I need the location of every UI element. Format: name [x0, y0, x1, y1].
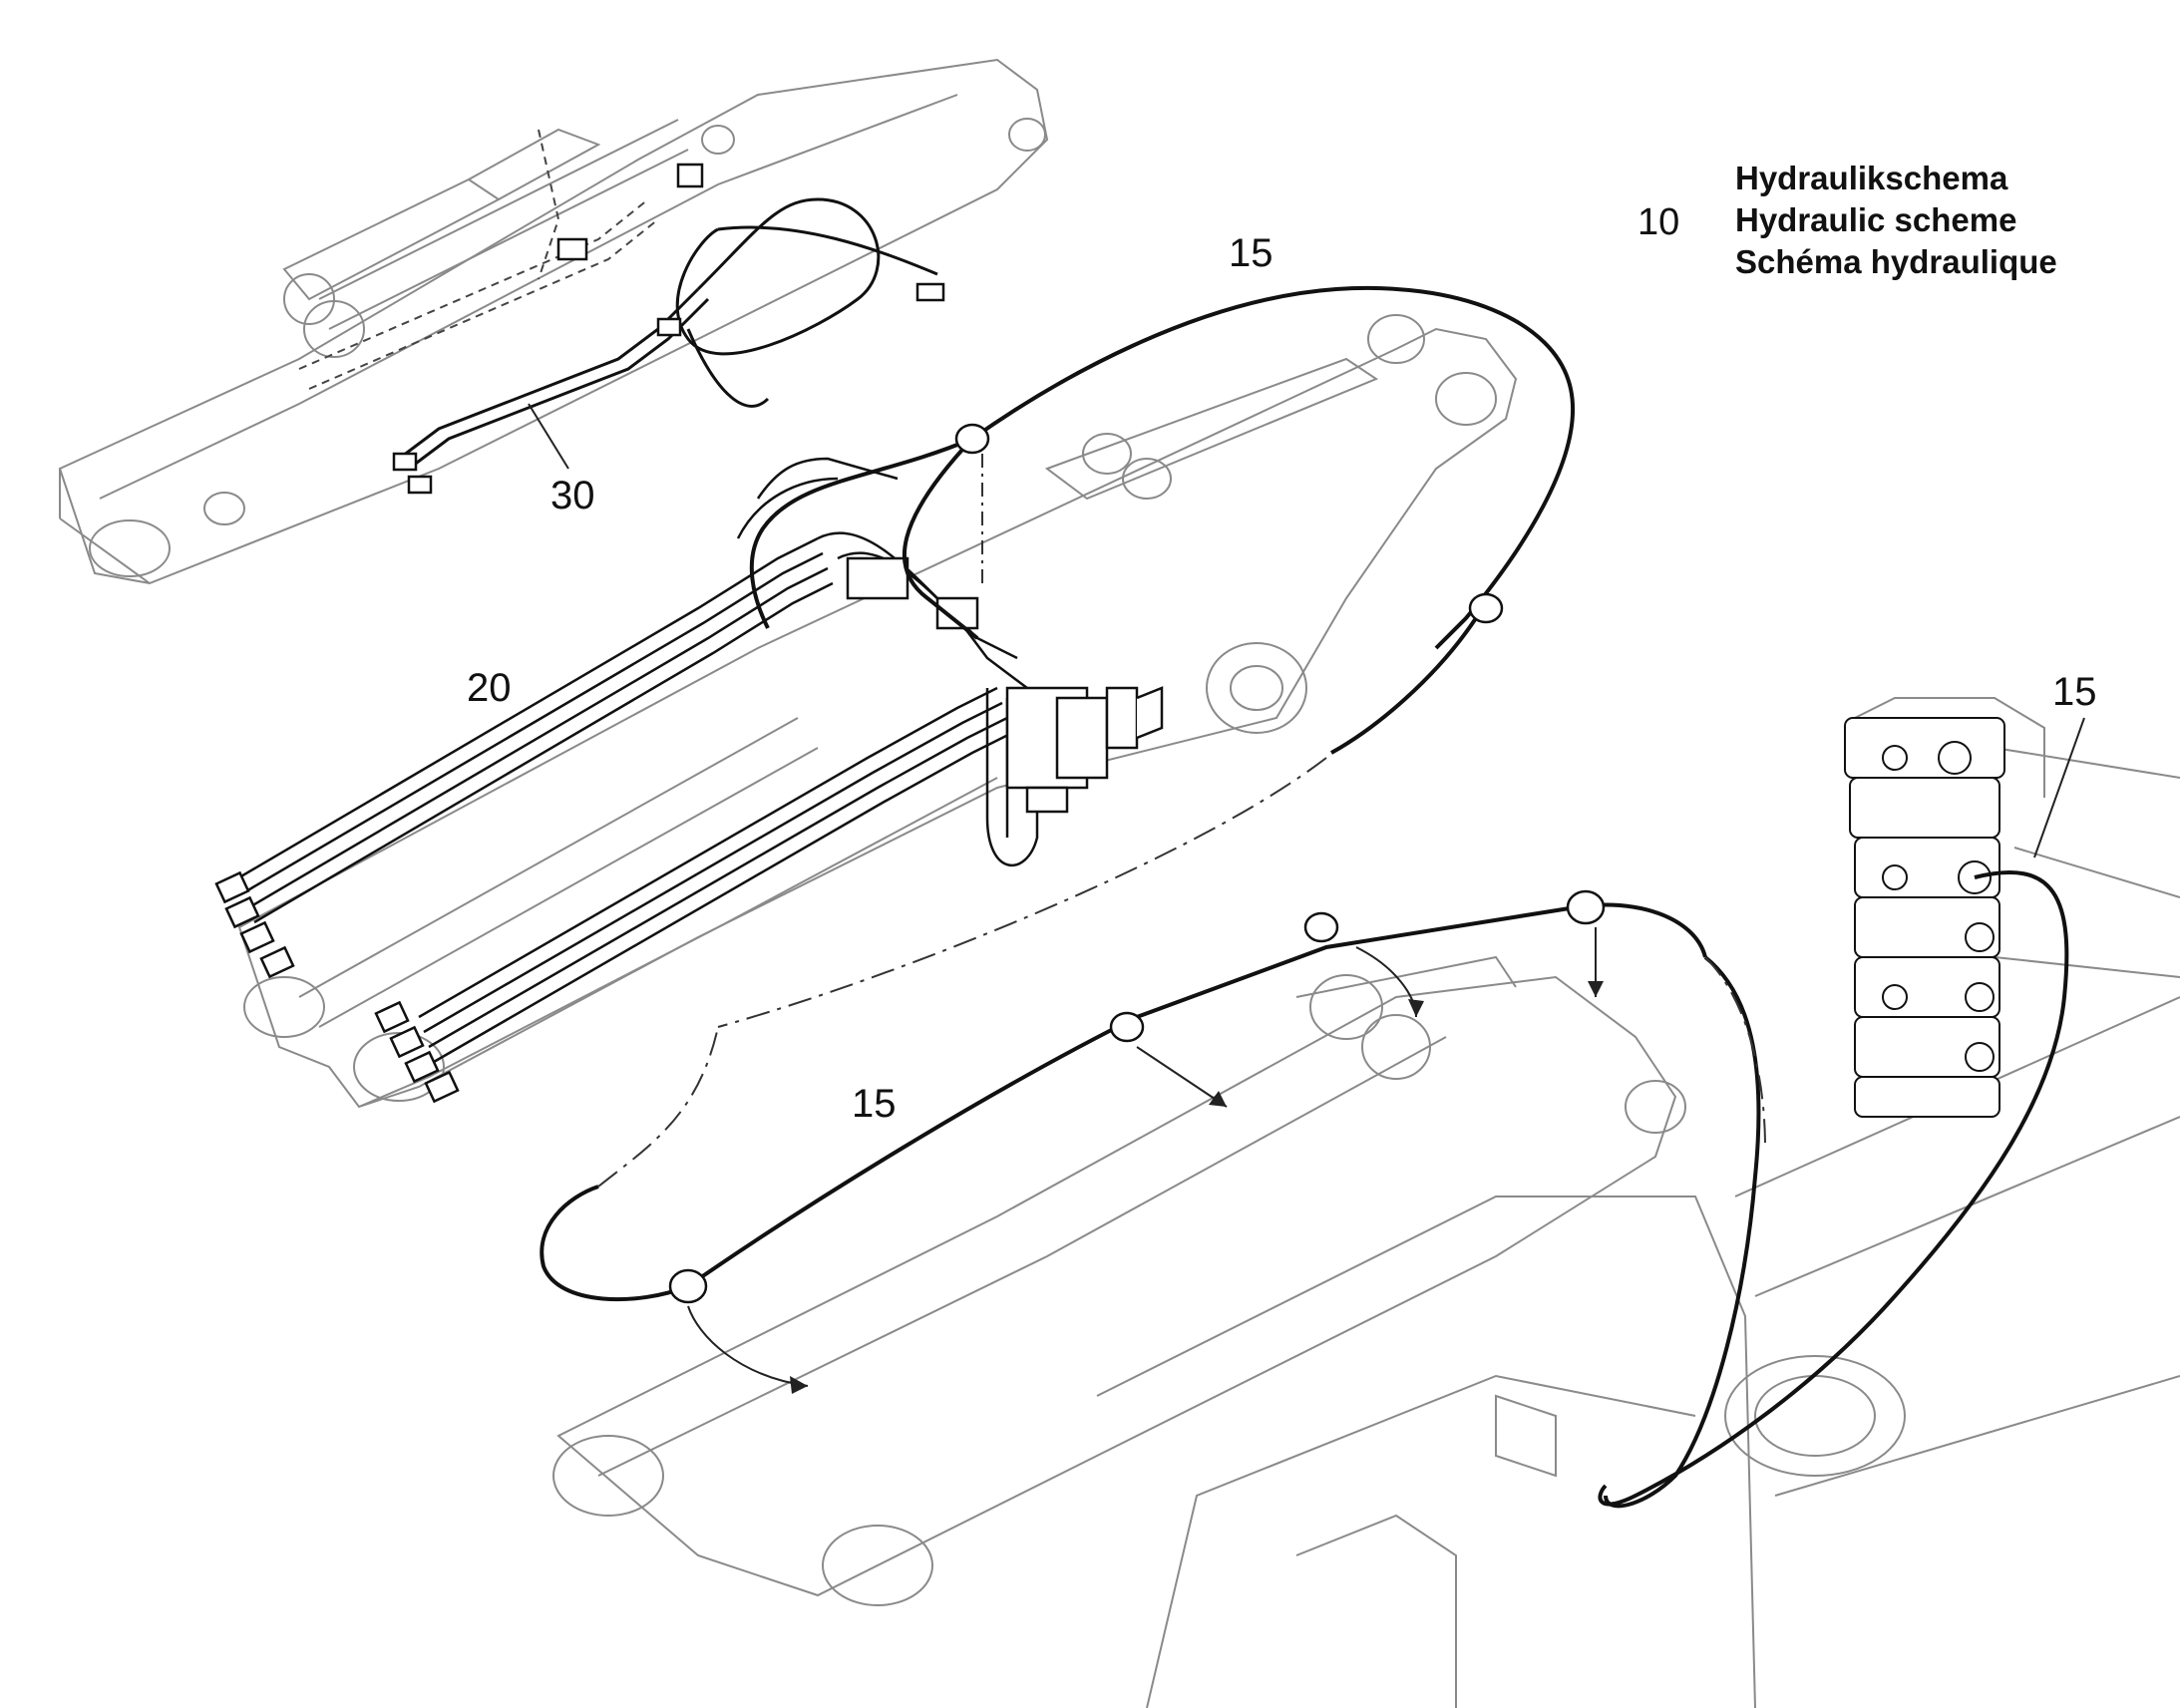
clamp-arrow-heads: [790, 981, 1604, 1394]
stick-dashed-lines: [298, 129, 659, 390]
callout-leader-30: [528, 403, 569, 470]
legend-title-en: Hydraulic scheme: [1735, 201, 2017, 238]
hose-clamps-top: [954, 423, 1504, 624]
legend-title-fr: Schéma hydraulique: [1735, 243, 2057, 280]
hose-15-lower: [540, 870, 2069, 1509]
legend-title-de: Hydraulikschema: [1735, 160, 2008, 196]
callout-hose-lower: 15: [852, 1082, 897, 1126]
clamp-arrows: [687, 927, 1597, 1387]
hose-clamps-lower: [668, 889, 1606, 1304]
stick-arm-ghost: [58, 58, 1049, 585]
boom-assembly-ghost: [237, 314, 1518, 1109]
legend-item-number: 10: [1637, 201, 1680, 243]
control-valve-stack: [1844, 717, 2005, 1118]
hose-15-lower-dashdot: [597, 1026, 719, 1188]
callout-hose-right: 15: [2052, 670, 2097, 714]
callout-leader-right: [2033, 717, 2085, 858]
hose-15-right-dashdot: [1704, 956, 1766, 1148]
boom-valve-block: [846, 556, 1164, 814]
callout-upper-arm-line: 30: [550, 474, 595, 517]
line-30-fittings: [392, 163, 945, 495]
boom-hydraulic-lines: [238, 457, 1039, 1064]
line-30-pipe: [398, 197, 938, 471]
callout-hose-top: 15: [1229, 231, 1273, 275]
hose-15-top-dashdot: [717, 757, 1327, 1028]
boom-end-fittings: [214, 870, 460, 1104]
callout-boom-assembly: 20: [467, 666, 512, 710]
hose-15-top: [749, 286, 1575, 755]
